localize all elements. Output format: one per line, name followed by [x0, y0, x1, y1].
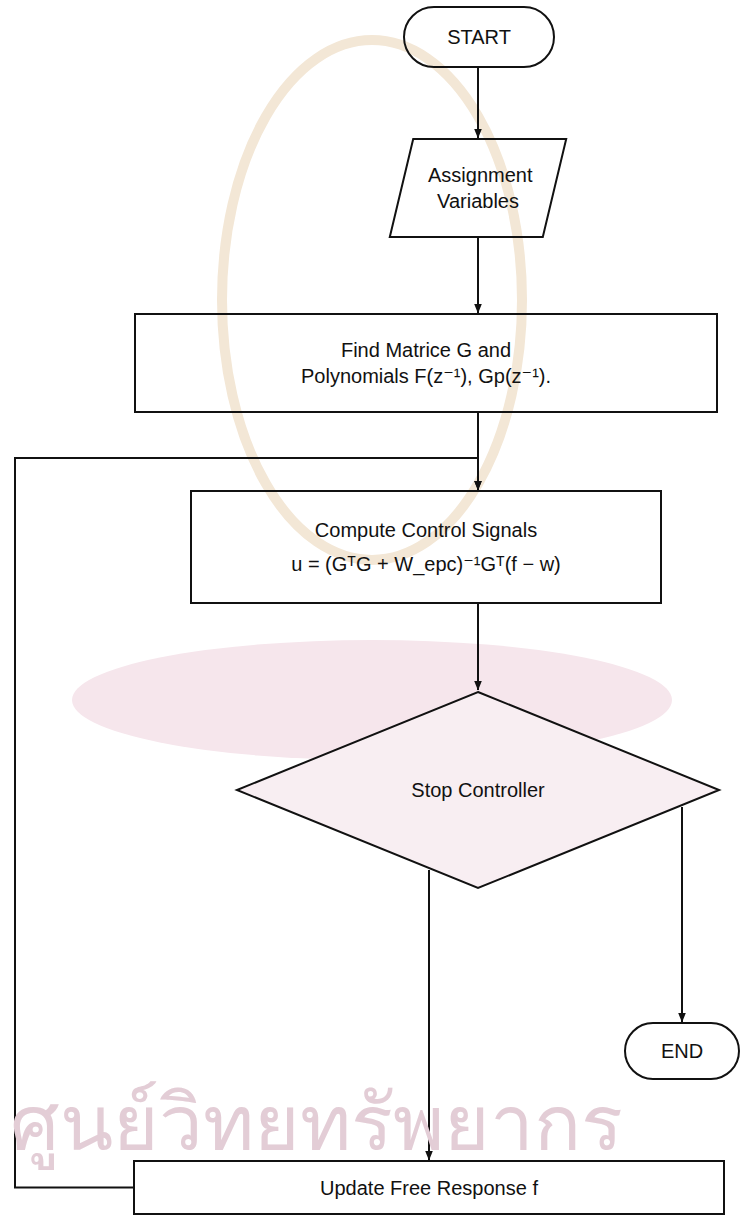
- flow-arrow: [477, 413, 479, 490]
- input-parallelogram: Assignment Variables: [388, 138, 568, 238]
- flow-arrow: [477, 238, 479, 313]
- end-terminal: END: [624, 1022, 740, 1080]
- flow-arrow: [681, 807, 683, 1022]
- node-label: START: [447, 24, 511, 50]
- watermark-text: ศูนย์วิทยทรัพยากร: [10, 1060, 623, 1184]
- node-label: Stop Controller: [411, 777, 544, 803]
- node-label: Update Free Response f: [320, 1175, 538, 1201]
- shape-outline: [390, 139, 566, 237]
- process-box: Find Matrice G and Polynomials F(z⁻¹), G…: [134, 313, 718, 413]
- parallelogram-outline: [388, 138, 568, 238]
- node-label: Assignment Variables: [428, 162, 528, 214]
- node-label: END: [661, 1038, 703, 1064]
- node-label: Compute Control Signals: [315, 517, 537, 543]
- decision-diamond: Stop Controller: [232, 690, 724, 890]
- watermark-emblem-outline: [222, 40, 522, 560]
- shape-outline: [237, 692, 719, 888]
- process-box: Update Free Response f: [133, 1160, 725, 1215]
- process-box: Compute Control Signals u = (GᵀG + W_epc)…: [190, 490, 662, 604]
- flow-arrow: [477, 604, 479, 690]
- start-terminal: START: [403, 6, 555, 68]
- flow-arrow: [477, 68, 479, 138]
- node-equation: u = (GᵀG + W_epc)⁻¹Gᵀ(f − w): [291, 551, 561, 577]
- node-label: Find Matrice G and Polynomials F(z⁻¹), G…: [284, 337, 568, 389]
